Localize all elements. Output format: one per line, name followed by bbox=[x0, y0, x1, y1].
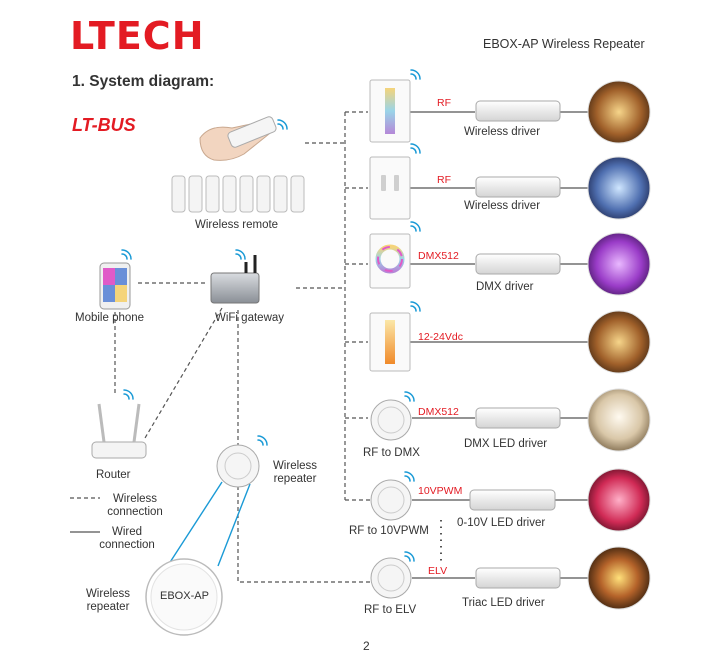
scene-photo-1 bbox=[587, 80, 651, 144]
lt-bus-logo: LT-BUS bbox=[72, 115, 136, 135]
legend-wired-label: Wired connection bbox=[99, 526, 155, 551]
signal-label: DMX512 bbox=[418, 406, 459, 418]
signal-label: 12-24Vdc bbox=[418, 331, 463, 343]
driver-label: Wireless driver bbox=[464, 200, 541, 212]
remote-hand bbox=[199, 116, 277, 161]
section-title: 1. System diagram: bbox=[72, 73, 215, 90]
scene-photos bbox=[587, 80, 651, 610]
converter-label: RF to 10VPWM bbox=[349, 525, 429, 537]
wifi-icon bbox=[277, 119, 288, 130]
legend-wireless-label: Wireless connection bbox=[107, 493, 163, 518]
rf-to-10vpwm-converter bbox=[370, 479, 412, 521]
driver-label: Wireless driver bbox=[464, 126, 541, 138]
wifi-icon bbox=[123, 389, 134, 400]
signal-label: RF bbox=[437, 174, 451, 186]
signal-label: 10VPWM bbox=[418, 485, 463, 497]
ebox-ap-side-label: Wireless repeater bbox=[85, 588, 131, 613]
signal-label: RF bbox=[437, 97, 451, 109]
scene-photo-2 bbox=[587, 156, 651, 220]
wifi-icon bbox=[410, 221, 421, 232]
wifi-icon bbox=[404, 551, 415, 562]
driver-boxes bbox=[469, 100, 561, 589]
router-label: Router bbox=[96, 469, 131, 481]
wifi-icon bbox=[410, 301, 421, 312]
ebox-ap-device bbox=[145, 558, 223, 636]
scene-photo-4 bbox=[587, 310, 651, 374]
mobile-phone-label: Mobile phone bbox=[75, 312, 145, 324]
product-header: EBOX-AP Wireless Repeater bbox=[483, 37, 645, 51]
ltech-logo: LTECH bbox=[70, 14, 205, 58]
legend-lines bbox=[70, 497, 100, 533]
wireless-repeater-device bbox=[216, 444, 260, 488]
scene-photo-5 bbox=[587, 388, 651, 452]
wireless-repeater-label: Wireless repeater bbox=[272, 460, 318, 485]
ebox-ap-label: EBOX-AP bbox=[160, 590, 209, 602]
wifi-icon bbox=[257, 435, 268, 446]
wiring bbox=[114, 111, 588, 583]
wifi-gateway-device bbox=[210, 255, 260, 304]
converter-label: RF to DMX bbox=[363, 447, 420, 459]
wireless-remote-label: Wireless remote bbox=[195, 219, 279, 231]
scene-photo-6 bbox=[587, 468, 651, 532]
page-number: 2 bbox=[363, 639, 370, 653]
signal-label: DMX512 bbox=[418, 250, 459, 262]
wifi-icon bbox=[121, 249, 132, 260]
driver-label: DMX driver bbox=[476, 281, 534, 293]
driver-label: 0-10V LED driver bbox=[457, 517, 546, 529]
signal-label: ELV bbox=[428, 565, 448, 577]
wifi-icon bbox=[404, 391, 415, 402]
wall-panel-3 bbox=[369, 233, 411, 289]
wifi-icon bbox=[410, 143, 421, 154]
wall-panel-4 bbox=[369, 312, 411, 372]
wall-panel-1 bbox=[369, 79, 411, 143]
rf-to-elv-converter bbox=[370, 557, 412, 599]
wifi-icon bbox=[235, 249, 246, 260]
router-device bbox=[91, 403, 147, 459]
wifi-gateway-label: WiFi gateway bbox=[215, 312, 285, 324]
scene-photo-3 bbox=[587, 232, 651, 296]
driver-label: DMX LED driver bbox=[464, 438, 548, 450]
rf-to-dmx-converter bbox=[370, 399, 412, 441]
mobile-phone-device bbox=[99, 262, 131, 310]
wifi-icon bbox=[410, 69, 421, 80]
scene-photo-7 bbox=[587, 546, 651, 610]
converter-label: RF to ELV bbox=[364, 604, 417, 616]
wall-panel-2 bbox=[369, 156, 411, 220]
wifi-icon bbox=[404, 471, 415, 482]
remote-row bbox=[171, 175, 305, 213]
driver-label: Triac LED driver bbox=[462, 597, 545, 609]
